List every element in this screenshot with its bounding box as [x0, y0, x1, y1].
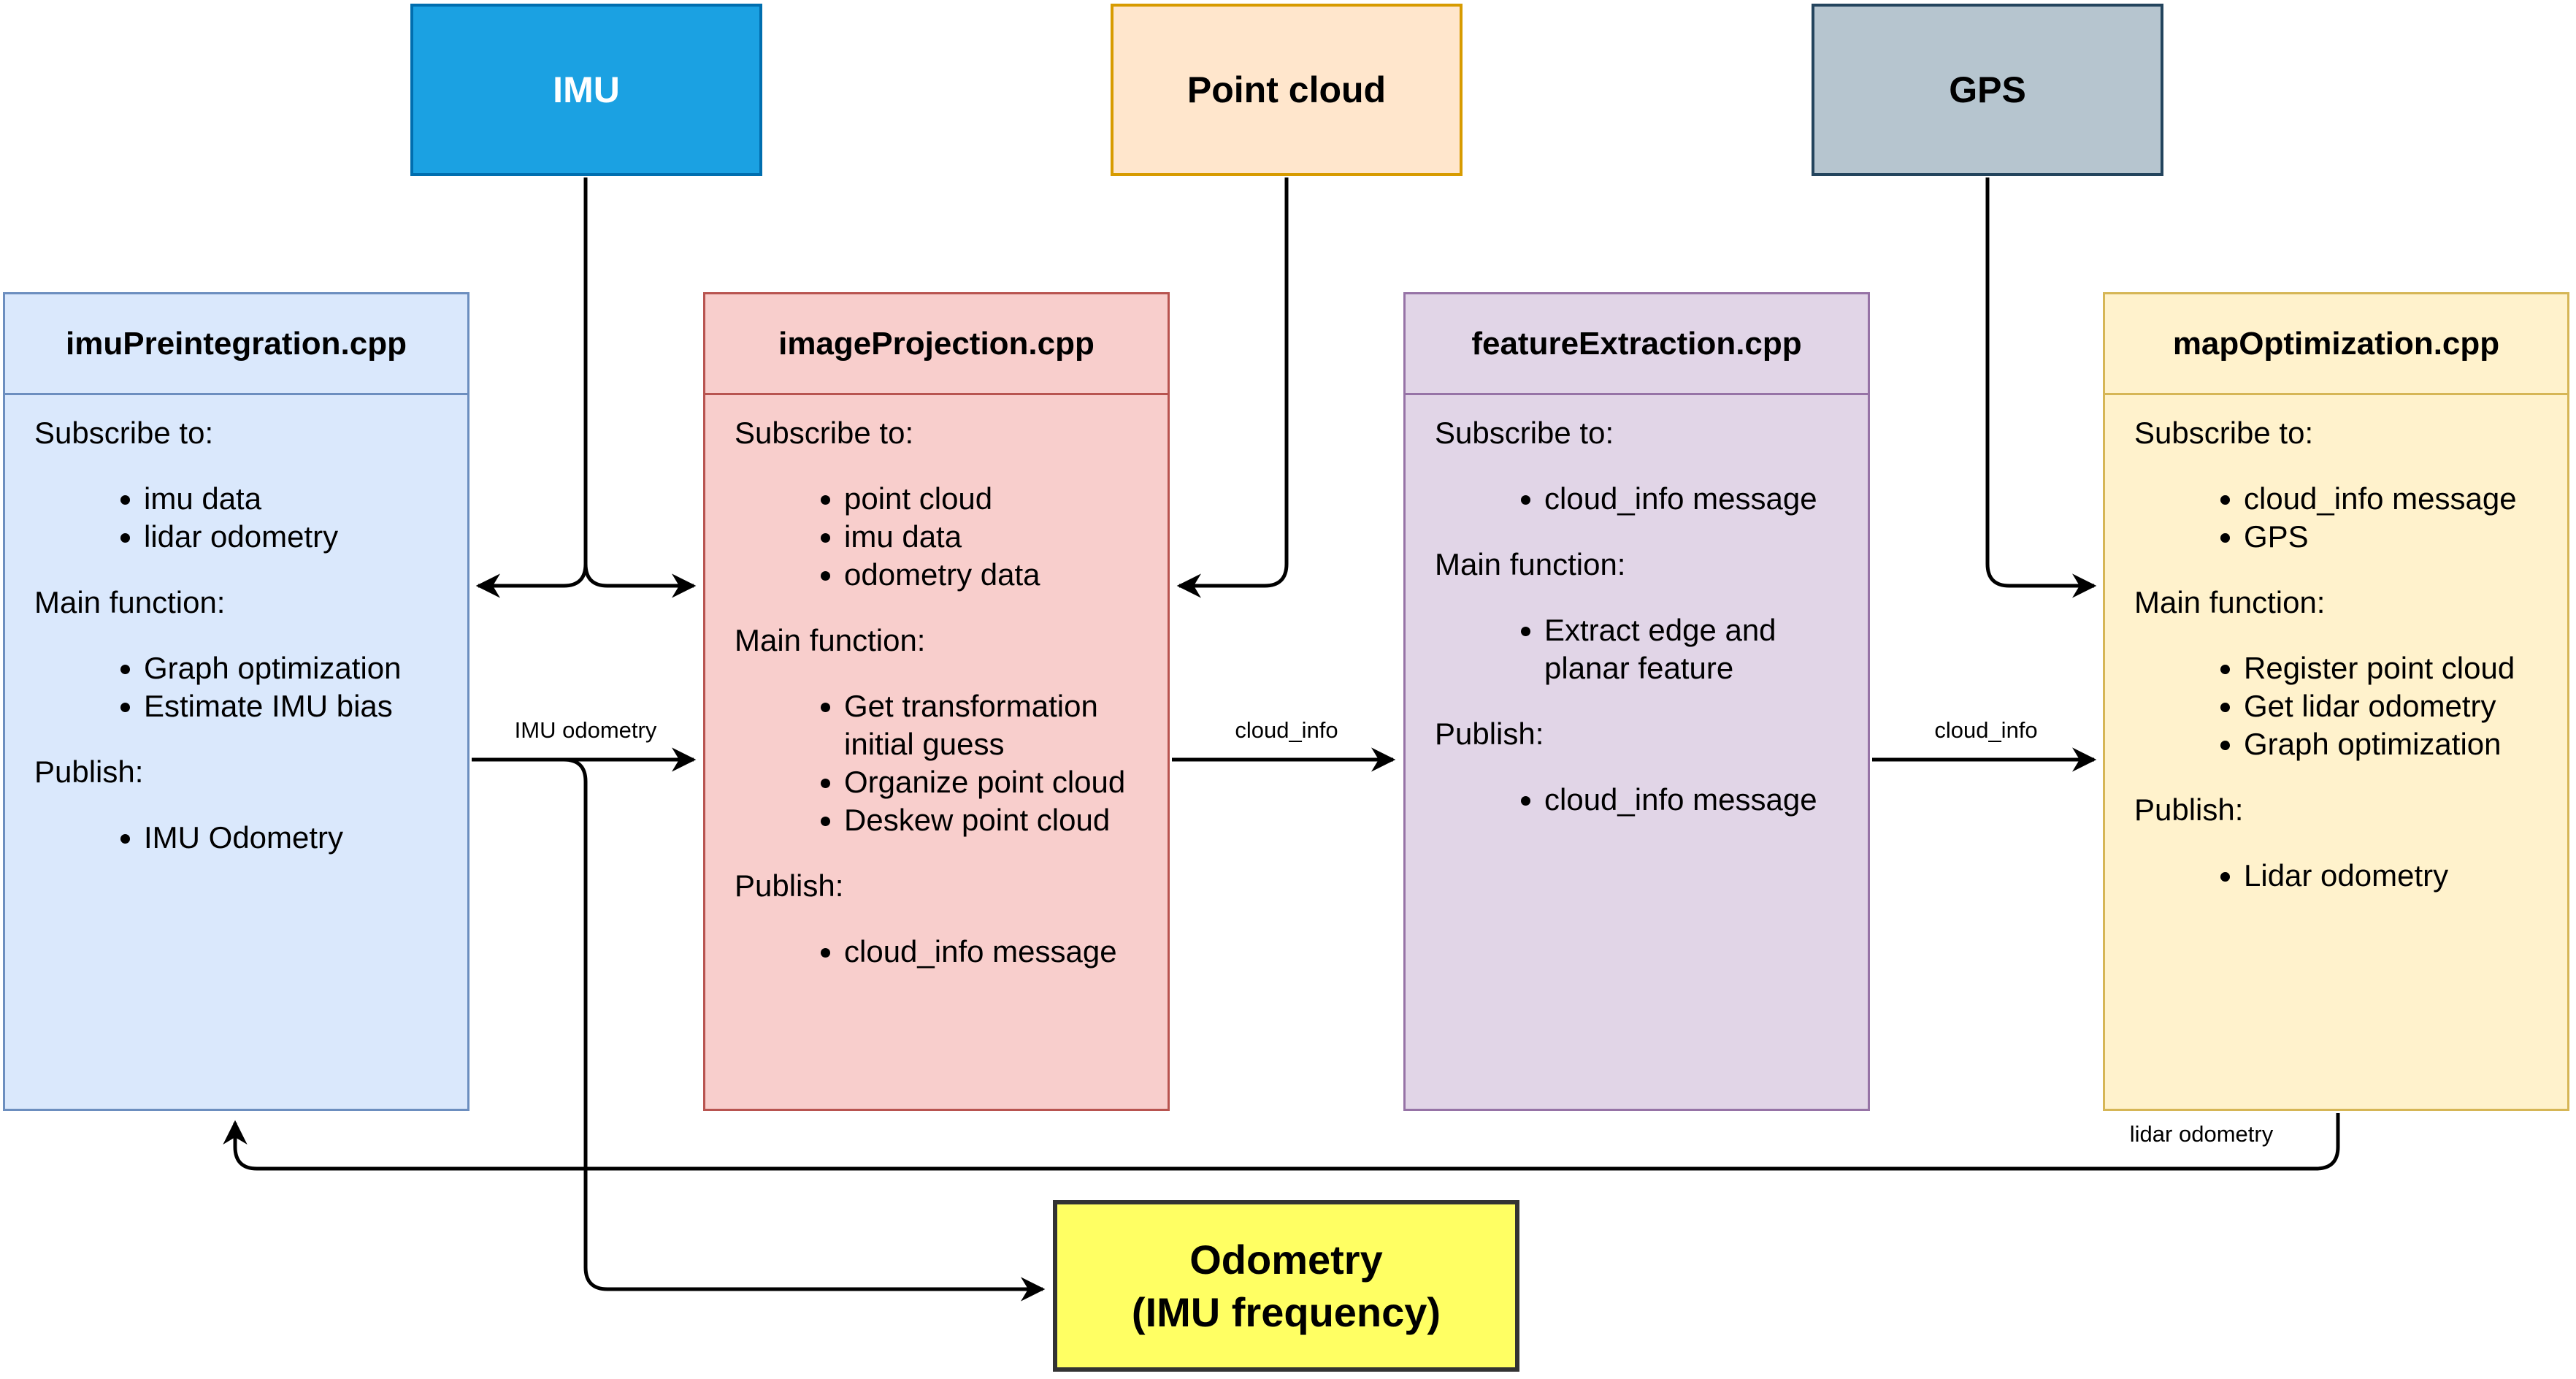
edge-label-cloud-info-1: cloud_info: [1235, 717, 1338, 743]
section-heading: Main function:: [34, 585, 226, 619]
node-featureextraction-title: featureExtraction.cpp: [1406, 294, 1868, 395]
section-list: cloud_info message: [1435, 480, 1846, 518]
edge-imu-to-imageprojection: [583, 563, 697, 598]
section-list: point cloudimu dataodometry data: [735, 480, 1146, 594]
node-featureextraction: featureExtraction.cpp Subscribe to: clou…: [1403, 292, 1870, 1111]
node-point-cloud-label: Point cloud: [1187, 69, 1387, 110]
section-heading: Main function:: [1435, 547, 1626, 581]
list-item: Get lidar odometry: [2244, 687, 2545, 725]
list-item: Graph optimization: [2244, 725, 2545, 763]
section-list: Get transformation initial guessOrganize…: [735, 687, 1146, 839]
section-heading: Publish:: [735, 868, 844, 903]
node-gps: GPS: [1812, 4, 2163, 176]
list-item: Deskew point cloud: [844, 801, 1146, 839]
section-heading: Publish:: [34, 755, 144, 789]
node-imu: IMU: [410, 4, 762, 176]
section-heading: Main function:: [2134, 585, 2326, 619]
section-list: cloud_info messageGPS: [2134, 480, 2545, 556]
list-item: Organize point cloud: [844, 763, 1146, 801]
section-heading: Subscribe to:: [34, 416, 214, 450]
node-mapoptimization: mapOptimization.cpp Subscribe to: cloud_…: [2103, 292, 2569, 1111]
list-item: imu data: [144, 480, 445, 518]
list-item: cloud_info message: [1544, 781, 1846, 819]
section-list: IMU Odometry: [34, 819, 445, 857]
section-heading: Publish:: [2134, 792, 2244, 827]
edge-label-cloud-info-2: cloud_info: [1934, 717, 2038, 743]
section-list: cloud_info message: [1435, 781, 1846, 819]
list-item: imu data: [844, 518, 1146, 556]
list-item: Register point cloud: [2244, 649, 2545, 687]
section-heading: Main function:: [735, 623, 926, 657]
list-item: point cloud: [844, 480, 1146, 518]
section-list: Extract edge and planar feature: [1435, 611, 1846, 687]
list-item: lidar odometry: [144, 518, 445, 556]
node-mapoptimization-body: Subscribe to: cloud_info messageGPS Main…: [2105, 395, 2567, 895]
list-item: cloud_info message: [844, 933, 1146, 971]
node-imageprojection: imageProjection.cpp Subscribe to: point …: [703, 292, 1170, 1111]
node-imageprojection-body: Subscribe to: point cloudimu dataodometr…: [705, 395, 1168, 971]
node-imupreintegration: imuPreintegration.cpp Subscribe to: imu …: [3, 292, 469, 1111]
node-odometry-output-line1: Odometry: [1189, 1236, 1383, 1283]
list-item: Lidar odometry: [2244, 857, 2545, 895]
edge-imu-odometry-branch-to-output: [563, 757, 1046, 1302]
list-item: GPS: [2244, 518, 2545, 556]
list-item: Get transformation initial guess: [844, 687, 1146, 763]
node-odometry-output: Odometry (IMU frequency): [1053, 1200, 1519, 1372]
section-list: Register point cloudGet lidar odometryGr…: [2134, 649, 2545, 763]
node-imupreintegration-body: Subscribe to: imu datalidar odometry Mai…: [5, 395, 467, 857]
node-point-cloud: Point cloud: [1111, 4, 1463, 176]
section-heading: Subscribe to:: [735, 416, 914, 450]
section-heading: Subscribe to:: [1435, 416, 1614, 450]
section-list: imu datalidar odometry: [34, 480, 445, 556]
node-imu-label: IMU: [553, 69, 620, 110]
section-list: Lidar odometry: [2134, 857, 2545, 895]
edge-imu-to-imupreintegration: [475, 563, 588, 598]
section-list: cloud_info message: [735, 933, 1146, 971]
edge-gps-to-mapoptimization: [1985, 177, 2097, 598]
node-imageprojection-title: imageProjection.cpp: [705, 294, 1168, 395]
node-odometry-output-line2: (IMU frequency): [1131, 1288, 1441, 1335]
section-list: Graph optimizationEstimate IMU bias: [34, 649, 445, 725]
list-item: Extract edge and planar feature: [1544, 611, 1846, 687]
list-item: odometry data: [844, 556, 1146, 594]
node-gps-label: GPS: [1949, 69, 2026, 110]
list-item: Estimate IMU bias: [144, 687, 445, 725]
section-heading: Subscribe to:: [2134, 416, 2314, 450]
section-heading: Publish:: [1435, 717, 1544, 751]
edge-lidar-odometry-feedback: [223, 1113, 2340, 1171]
node-mapoptimization-title: mapOptimization.cpp: [2105, 294, 2567, 395]
edge-label-imu-odometry: IMU odometry: [514, 717, 657, 743]
node-featureextraction-body: Subscribe to: cloud_info message Main fu…: [1406, 395, 1868, 819]
list-item: IMU Odometry: [144, 819, 445, 857]
node-imupreintegration-title: imuPreintegration.cpp: [5, 294, 467, 395]
edge-pointcloud-to-imageprojection: [1176, 177, 1289, 598]
list-item: cloud_info message: [2244, 480, 2545, 518]
list-item: Graph optimization: [144, 649, 445, 687]
edge-label-lidar-odometry: lidar odometry: [2129, 1121, 2274, 1147]
list-item: cloud_info message: [1544, 480, 1846, 518]
